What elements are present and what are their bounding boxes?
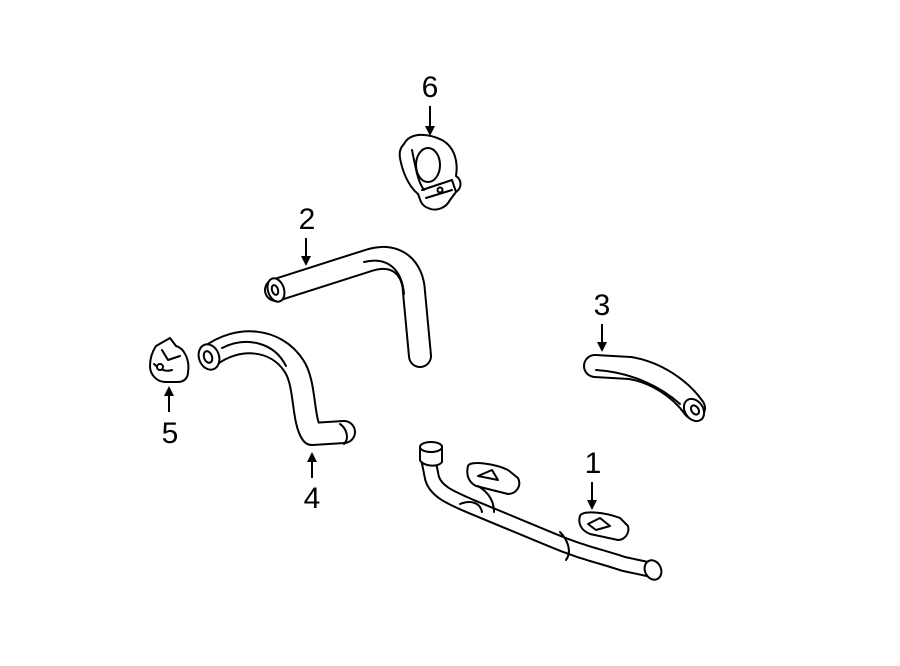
part-5-clamp [149, 337, 190, 383]
callout-arrow-3 [597, 324, 607, 352]
callout-arrow-6 [425, 106, 435, 136]
part-6-bracket [398, 133, 462, 211]
callout-number-1: 1 [585, 447, 602, 480]
callout-number-4: 4 [304, 482, 321, 515]
part-4-hose [197, 330, 356, 446]
callout-arrow-4 [307, 452, 317, 478]
part-1-pipe-assembly [419, 441, 663, 581]
callout-number-5: 5 [162, 417, 179, 450]
part-3-hose [583, 354, 706, 423]
callout-arrow-2 [301, 238, 311, 266]
callout-arrow-5 [164, 386, 174, 412]
part-2-hose [264, 246, 432, 368]
callout-number-6: 6 [422, 71, 439, 104]
callout-number-3: 3 [594, 289, 611, 322]
callout-number-2: 2 [299, 203, 316, 236]
callout-arrow-1 [587, 482, 597, 510]
